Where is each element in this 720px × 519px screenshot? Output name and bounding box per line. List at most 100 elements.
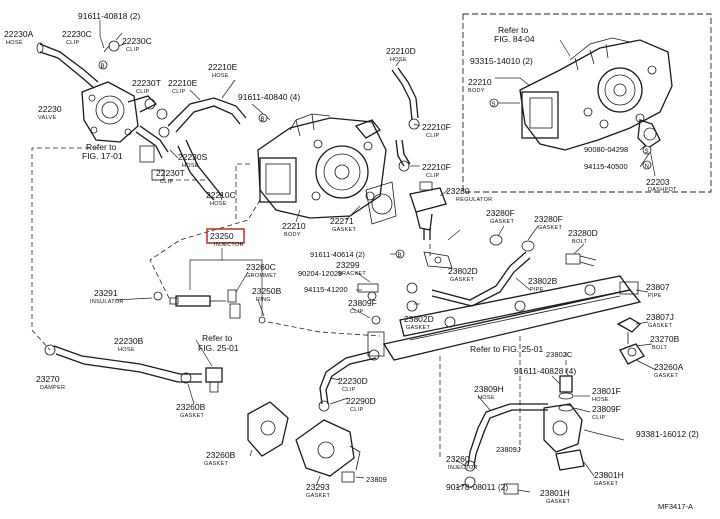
svg-text:HOSE: HOSE [118,347,135,353]
label-94115-40500: 94115-40500 [584,162,628,171]
hose-22210D [391,67,420,172]
label-22271: 22271 [330,216,354,226]
label-91611-40818: 91611-40818 (2) [78,11,140,21]
svg-text:CLIP: CLIP [350,309,363,315]
damper-23270 [616,317,645,365]
svg-text:GASKET: GASKET [648,323,672,329]
highlight-box [206,228,245,244]
insulator-23809J [247,401,289,457]
label-23802C: Refer to FIG. 25-01 [470,344,543,354]
svg-text:HOSE: HOSE [212,73,229,79]
label-22210F-a: 22210F [422,122,451,132]
bolt-23280D [565,253,597,267]
label-refer-25-01-line2: FIG. 25-01 [198,343,239,353]
label-91611-40840: 91611-40840 (4) [238,92,300,102]
label-23280F-b: 23280F [534,214,563,224]
svg-text:CLIP: CLIP [350,407,363,413]
label-23280F-a: 23280F [486,208,515,218]
label-90080: 90080-04298 [584,145,628,154]
hose-22230S [135,125,169,181]
label-94115-41200: 94115-41200 [304,285,348,294]
svg-text:GASKET: GASKET [180,413,204,419]
label-93381: 23809J [496,445,521,454]
bracket-23299 [357,249,405,357]
svg-text:DAMPER: DAMPER [40,385,65,391]
label-22210C: 22210C [206,190,236,200]
svg-text:CLIP: CLIP [426,133,439,139]
svg-text:GASKET: GASKET [490,219,514,225]
svg-text:S: S [645,149,649,155]
label-23809H: 22230D [338,376,368,386]
svg-text:BRACKET: BRACKET [338,271,366,277]
label-23260B: 23801F [592,386,621,396]
hose-23809H [318,349,380,412]
svg-text:GASKET: GASKET [654,373,678,379]
svg-text:BODY: BODY [284,232,301,238]
label-23809F-b: 22290D [346,396,376,406]
label-23802D-b: 23802D [404,314,434,324]
svg-text:PIPE: PIPE [530,287,544,293]
svg-text:BOLT: BOLT [652,345,667,351]
label-91611-40614: 91611-40614 (2) [310,250,365,259]
throttle-body-22210 [257,113,387,219]
regulator-23280 [409,181,447,240]
label-22230B: 22230B [114,336,144,346]
svg-text:CLIP: CLIP [172,89,185,95]
injector-23250 [153,289,266,324]
label-23250: 23250 [210,231,234,241]
label-23807J: 23807J [646,312,674,322]
label-refer-84-04-line1: Refer to [498,25,529,35]
label-22203: 22203 [646,177,670,187]
label-refer-17-01-line1: Refer to [86,142,117,152]
label-23260B-b: 23809F [592,404,621,414]
label-22230S: 22230S [178,152,208,162]
label-91611-40828: 23802C [546,350,573,359]
svg-text:S: S [492,102,496,108]
hose-22210C [167,97,247,201]
svg-text:BOLT: BOLT [572,239,587,245]
label-23801H-b: 90178-08011 (2) [446,482,508,492]
hose-22230B [44,344,223,393]
label-23801F: 23809H [474,384,504,394]
svg-text:B: B [101,64,105,70]
inset-frame [462,13,712,193]
label-22230T-b: 22230T [156,168,185,178]
label-22230A: 22230A [4,29,34,39]
label-90204-12029: 90204-12029 [298,269,342,278]
label-23802D: 23802D [448,266,478,276]
svg-text:INJECTOR: INJECTOR [448,465,478,471]
svg-text:N: N [645,164,650,170]
svg-text:CLIP: CLIP [160,179,173,185]
label-refer-17-01-line2: FIG. 17-01 [82,151,123,161]
svg-text:BODY: BODY [468,88,485,94]
inset-throttle-body [519,37,673,151]
label-22210E-a: 22210E [208,62,238,72]
label-23809J: 23260B [206,450,236,460]
gasket-23280F [423,234,535,269]
svg-text:GASKET: GASKET [594,481,618,487]
svg-text:HOSE: HOSE [6,40,23,46]
label-23299: 23299 [336,260,360,270]
svg-text:CLIP: CLIP [136,89,149,95]
label-22230T-a: 22230T [132,78,161,88]
fuel-rail-23807 [382,275,642,361]
svg-text:CLIP: CLIP [66,40,79,46]
label-refer-84-04-line2: FIG. 84-04 [494,34,535,44]
label-23260A: 91611-40828 (4) [514,366,576,376]
label-93315: 93315-14010 (2) [470,56,533,66]
label-22210: 22210 [282,221,306,231]
hose-22230A [36,42,99,89]
label-22210D: 22210D [386,46,416,56]
label-23802B: 23802B [528,276,558,286]
bolt-90178 [341,471,355,483]
label-22230C-a: 22230C [62,29,92,39]
clip-22230T [144,98,170,138]
label-23809: 23293 [306,482,330,492]
svg-text:HOSE: HOSE [478,395,495,401]
label-23250B: 23250B [252,286,282,296]
svg-text:GASKET: GASKET [546,499,570,505]
svg-text:GASKET: GASKET [450,277,474,283]
svg-text:CLIP: CLIP [342,387,355,393]
label-23809F-a: 23809F [348,298,377,308]
